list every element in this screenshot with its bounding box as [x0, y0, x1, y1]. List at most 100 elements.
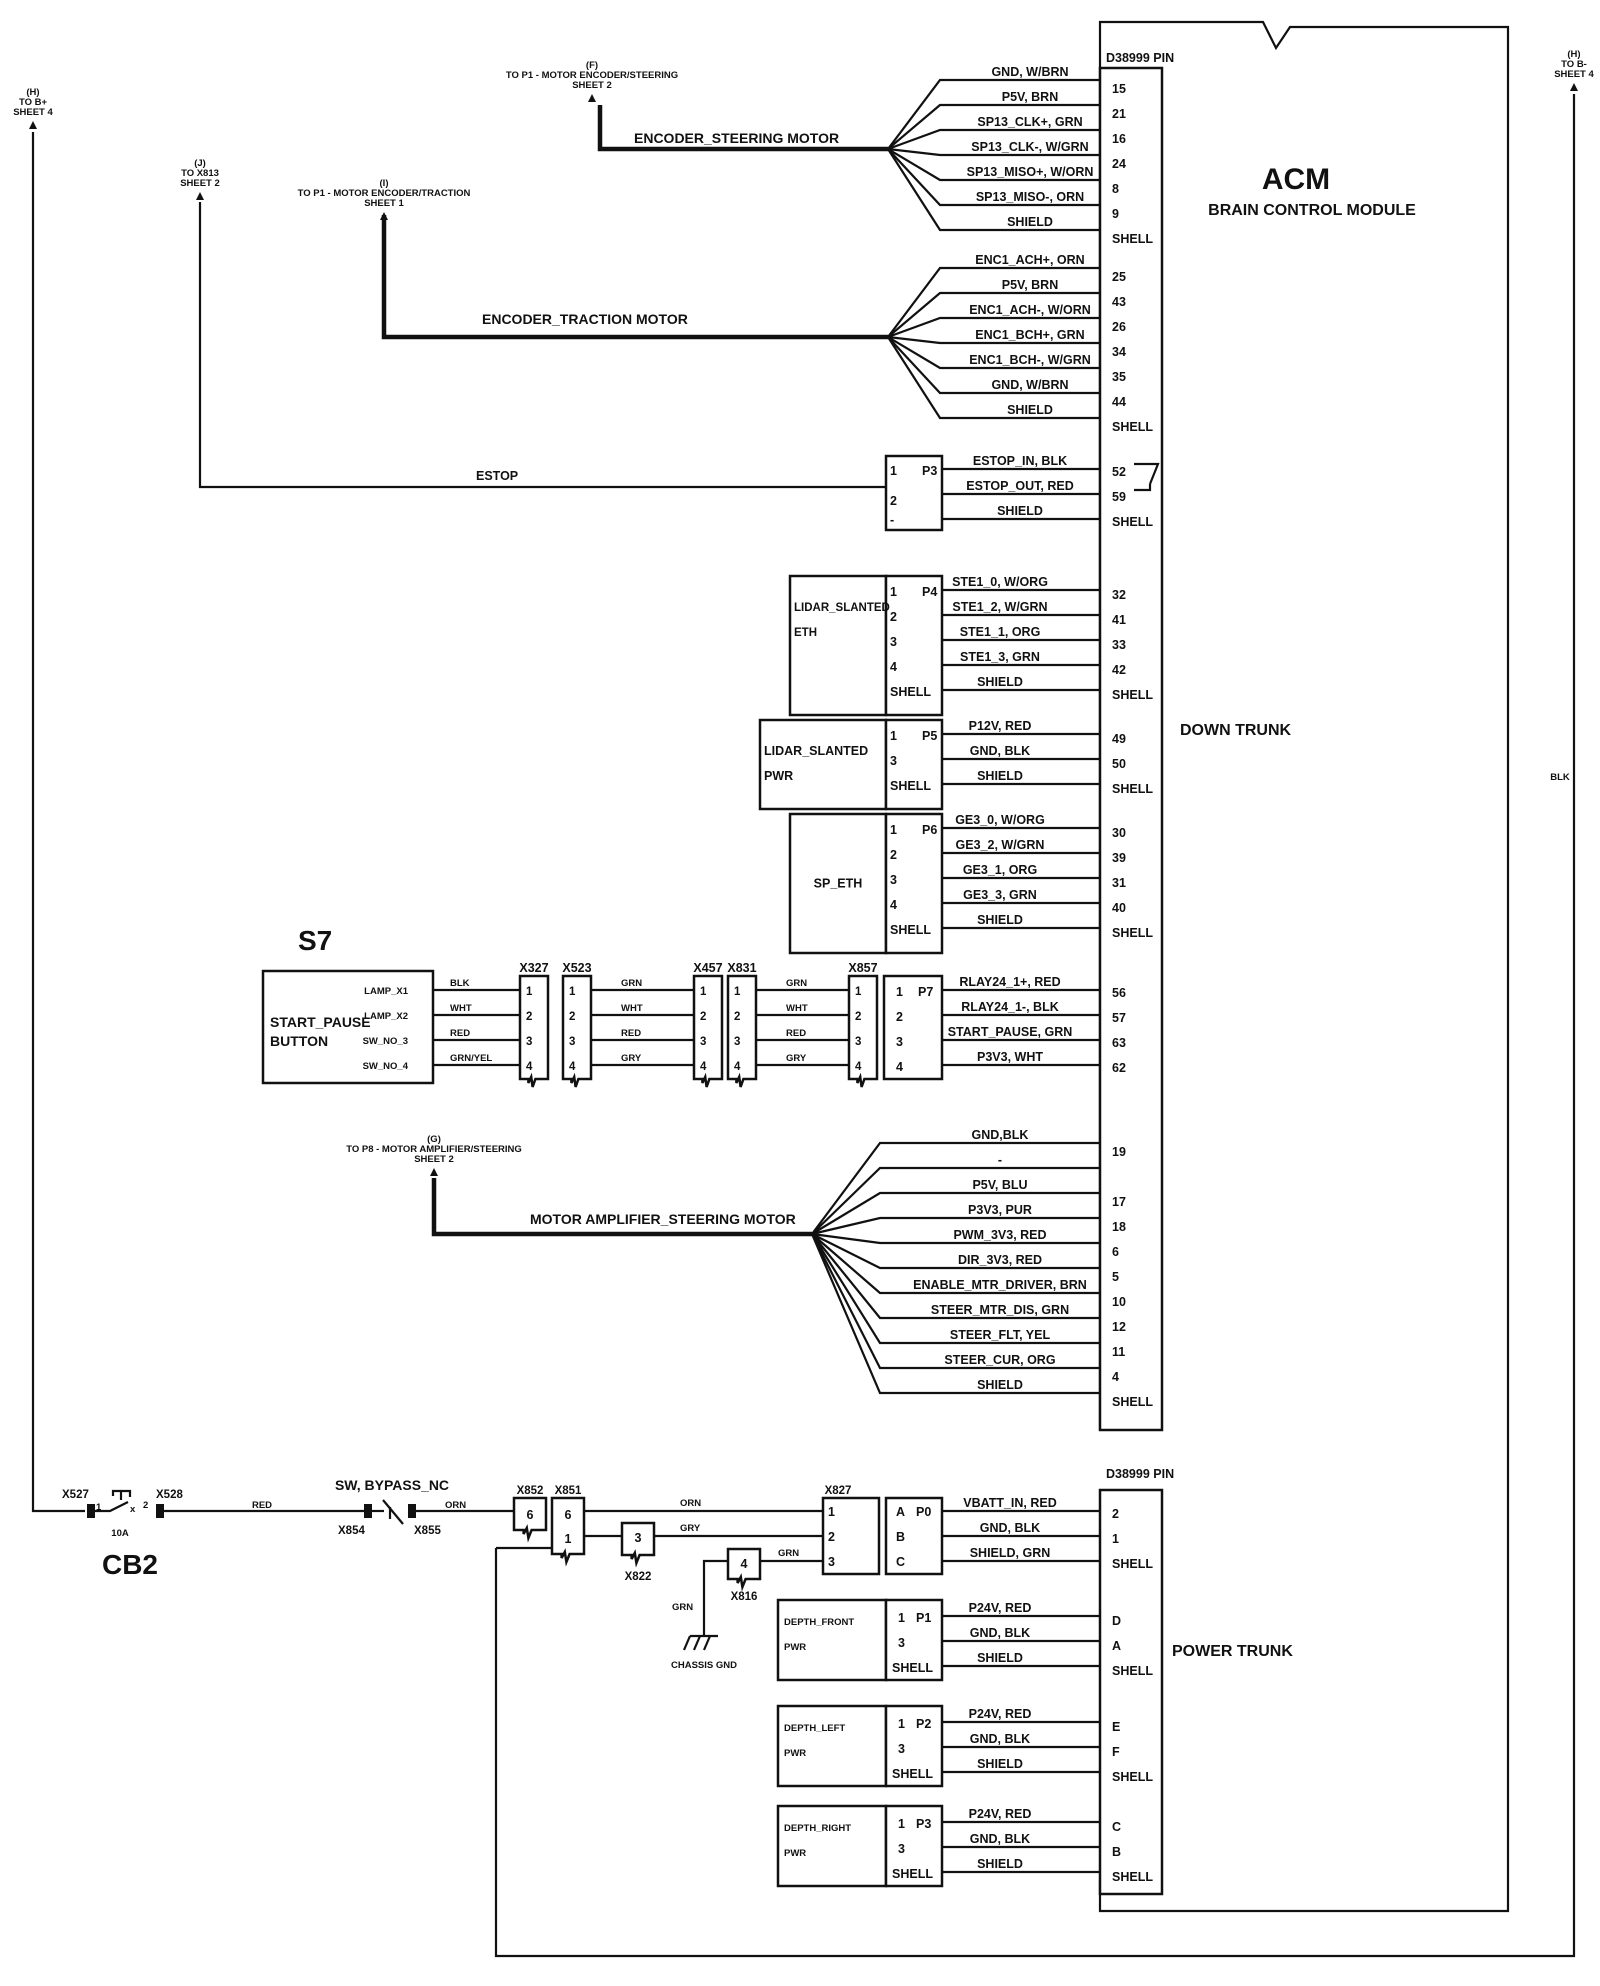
wire-signal-label: ENC1_ACH-, W/ORN: [969, 303, 1091, 317]
pin-number: 4: [526, 1061, 533, 1073]
connector-ref: X527: [62, 1489, 89, 1501]
harness-wire: [811, 1233, 1100, 1320]
offsheet-tag: (J): [194, 158, 206, 169]
estop-label: ESTOP: [476, 469, 518, 483]
pin-number: A: [896, 1505, 905, 1519]
pin-number: 57: [1112, 1011, 1126, 1025]
pin-number: 24: [1112, 157, 1126, 171]
connector-id: P2: [916, 1717, 931, 1731]
estop-jumper: [1134, 484, 1152, 492]
wire-signal-label: STE1_0, W/ORG: [952, 575, 1048, 589]
pin-number: SHELL: [892, 1767, 933, 1781]
inline-connector-x457: [692, 974, 724, 1088]
inline-connector-ref: X327: [519, 961, 548, 975]
harness-wire: [887, 316, 1100, 339]
pin-number: SHELL: [892, 1867, 933, 1881]
connector-id: P3: [922, 464, 937, 478]
wire-signal-label: STE1_3, GRN: [960, 650, 1040, 664]
offsheet-destination: TO P1 - MOTOR ENCODER/STEERING: [506, 70, 678, 81]
inline-connector-x831: [726, 974, 758, 1088]
offsheet-destination: TO P1 - MOTOR ENCODER/TRACTION: [298, 188, 471, 199]
encoder-steering-trunk: [597, 105, 888, 152]
harness-wire: [887, 78, 1100, 150]
connector-id: P4: [922, 585, 937, 599]
wire-signal-label: GND, BLK: [970, 744, 1030, 758]
switch-ref: S7: [298, 925, 332, 956]
pin-number: 15: [1112, 82, 1126, 96]
wire-signal-label: ESTOP_OUT, RED: [966, 479, 1073, 493]
pin-number: 1: [896, 985, 903, 999]
pin-number: 63: [1112, 1036, 1126, 1050]
connector-id: P6: [922, 823, 937, 837]
pin-number: SHELL: [1112, 420, 1153, 434]
start-pause-circuit: S7START_PAUSEBUTTONLAMP_X1LAMP_X2SW_NO_3…: [261, 925, 1126, 1088]
wire-signal-label: SP13_CLK+, GRN: [977, 115, 1082, 129]
wire-signal-label: SHIELD: [977, 1651, 1023, 1665]
harness-wire: [887, 336, 1100, 370]
ground-wire: [702, 1559, 728, 1636]
pin-number: 2: [828, 1530, 835, 1544]
pin-number: 26: [1112, 320, 1126, 334]
bypass-switch-label: SW, BYPASS_NC: [335, 1477, 449, 1493]
harness-wire: [811, 1233, 1100, 1370]
wire-signal-label: STE1_2, W/GRN: [952, 600, 1047, 614]
wire-signal-label: SHIELD: [977, 1378, 1023, 1392]
pin-number: 21: [1112, 107, 1126, 121]
harness-wire: [887, 147, 1100, 157]
pin-number: 39: [1112, 851, 1126, 865]
pin-number: 25: [1112, 270, 1126, 284]
wire-signal-label: P24V, RED: [969, 1601, 1032, 1615]
wire-signal-label: GND, W/BRN: [991, 65, 1068, 79]
pin-number: SHELL: [1112, 1770, 1153, 1784]
pin-number: 1: [898, 1817, 905, 1831]
offsheet-destination: TO B-: [1561, 59, 1587, 70]
wire-signal-label: GE3_1, ORG: [963, 863, 1037, 877]
inline-connector-ref: X523: [562, 961, 591, 975]
wire-signal-label: GE3_2, W/GRN: [956, 838, 1045, 852]
module-subtitle: BRAIN CONTROL MODULE: [1208, 202, 1416, 219]
pin-number: 1: [569, 986, 576, 998]
battery-plus-wire: [31, 132, 85, 1513]
harness-wire: [811, 1141, 1100, 1235]
pin-number: 4: [896, 1060, 903, 1074]
pin-number: 2: [890, 610, 897, 624]
wire-signal-label: SHIELD: [977, 769, 1023, 783]
wire-signal-label: SHIELD: [977, 1857, 1023, 1871]
connector-id: P1: [916, 1611, 931, 1625]
wire-signal-label: GND, BLK: [970, 1626, 1030, 1640]
acm-outline: [1098, 20, 1510, 1913]
connector-ref: X528: [156, 1489, 183, 1501]
pin-number: 4: [890, 898, 897, 912]
wire-signal-label: SHIELD: [977, 913, 1023, 927]
wire-signal-label: STEER_MTR_DIS, GRN: [931, 1303, 1069, 1317]
wire-signal-label: GND,BLK: [972, 1128, 1029, 1142]
device-name: DEPTH_LEFT: [784, 1723, 845, 1734]
device-name: PWR: [784, 1642, 806, 1653]
connector-ref: X854: [338, 1525, 365, 1537]
harness-wire: [887, 103, 1100, 150]
wire-color-label: GRN: [778, 1548, 799, 1559]
pin-number: 4: [1112, 1370, 1119, 1384]
connector-id: P5: [922, 729, 937, 743]
pin-number: 4: [890, 660, 897, 674]
wire-color-label: RED: [450, 1028, 470, 1039]
device-name: LIDAR_SLANTED: [794, 602, 890, 614]
offsheet-destination: TO P8 - MOTOR AMPLIFIER/STEERING: [346, 1144, 522, 1155]
offsheet-sheet: SHEET 4: [13, 107, 53, 118]
pin-number: SHELL: [1112, 782, 1153, 796]
harness-label: ENCODER_STEERING MOTOR: [634, 130, 839, 146]
terminal-block: [87, 1504, 95, 1518]
offsheet-sheet: SHEET 2: [572, 80, 612, 91]
wire-signal-label: GE3_0, W/ORG: [955, 813, 1045, 827]
ground-tine: [692, 1635, 702, 1651]
terminal-block: [408, 1504, 416, 1518]
inline-connector-ref: X827: [825, 1485, 852, 1497]
device-name: BUTTON: [270, 1033, 328, 1049]
wire-signal-label: P12V, RED: [969, 719, 1032, 733]
wire-signal-label: DIR_3V3, RED: [958, 1253, 1042, 1267]
pin-number: 19: [1112, 1145, 1126, 1159]
